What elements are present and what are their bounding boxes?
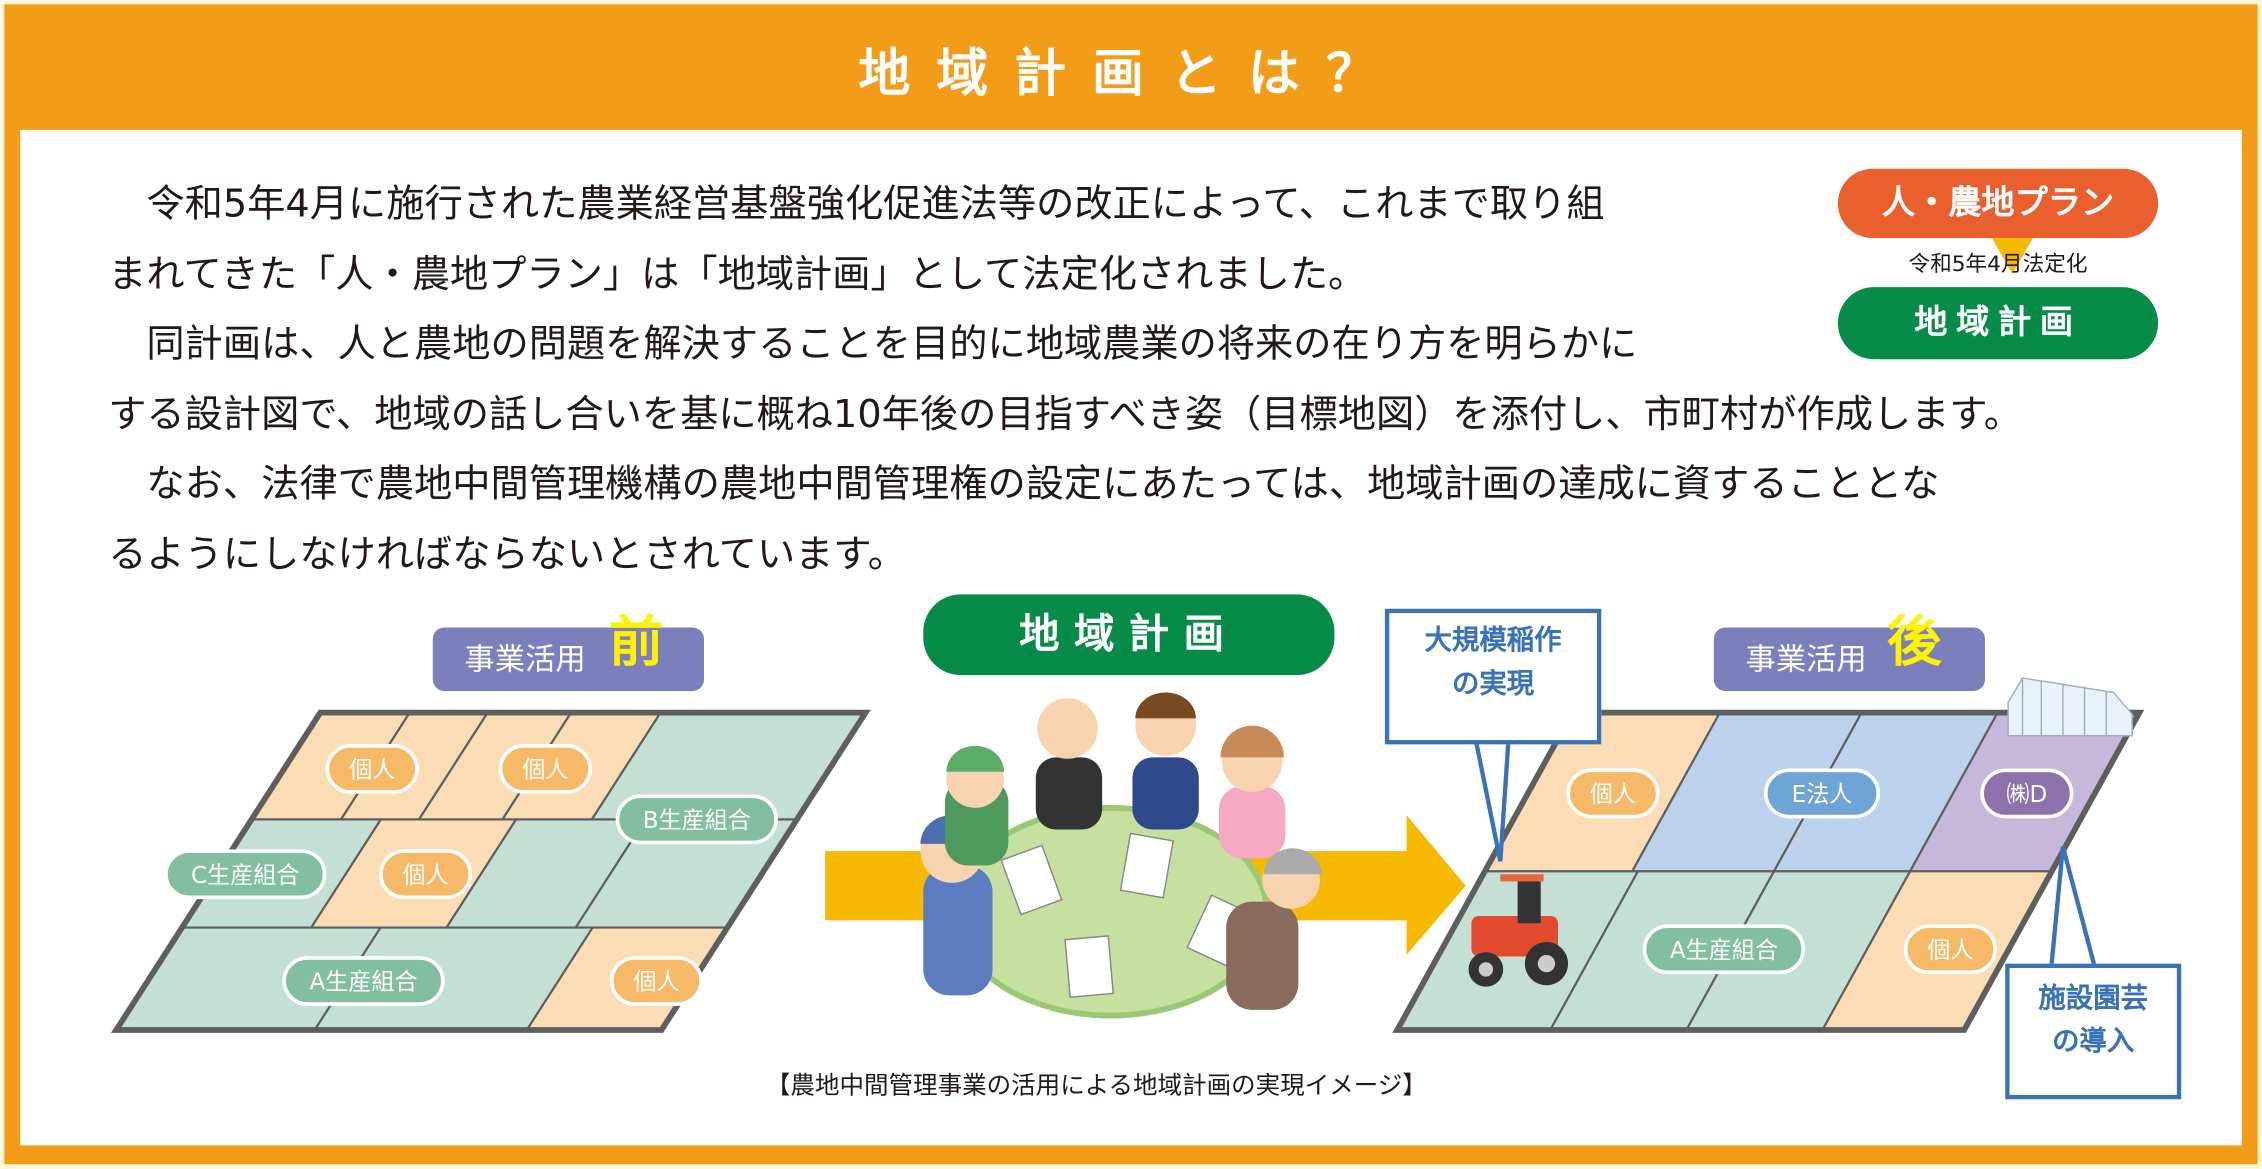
greenhouse-callout-line: の導入 bbox=[2052, 1025, 2135, 1058]
plot-label-text: ㈱D bbox=[2006, 782, 2047, 808]
person-icon bbox=[1218, 725, 1286, 859]
greenhouse-icon bbox=[2007, 677, 2133, 737]
person-icon bbox=[1132, 692, 1199, 830]
plot-label-text: C生産組合 bbox=[191, 863, 299, 889]
down-triangle-icon bbox=[1987, 230, 2037, 275]
plot-label: E法人 bbox=[1763, 768, 1881, 819]
plot-label: 個人 bbox=[609, 956, 703, 1006]
plot-label-text: 個人 bbox=[402, 863, 448, 889]
plot-label-text: 個人 bbox=[522, 758, 568, 784]
plot-label-text: 個人 bbox=[633, 970, 679, 996]
plot-label-text: A生産組合 bbox=[1670, 938, 1778, 964]
body-line: 令和5年4月に施行された農業経営基盤強化促進法等の改正によって、これまで取り組 bbox=[108, 181, 1605, 227]
plot-label-text: 個人 bbox=[349, 758, 395, 784]
plot-label-text: 個人 bbox=[1590, 782, 1636, 808]
before-label-text: 事業活用 bbox=[464, 641, 586, 677]
after-label: 事業活用 後 bbox=[1713, 610, 1986, 692]
page-title: 地域計画とは？ bbox=[858, 44, 1404, 104]
legalization-note: 令和5年4月法定化 bbox=[1908, 251, 2088, 277]
body-line: 同計画は、人と農地の問題を解決することを目的に地域農業の将来の在り方を明らかに bbox=[108, 321, 1638, 367]
greenhouse-callout-line: 施設園芸 bbox=[2038, 982, 2149, 1015]
rice-callout: 大規模稲作 の実現 bbox=[1384, 608, 1602, 745]
plot-label: A生産組合 bbox=[1642, 924, 1806, 975]
plot-label: 個人 bbox=[1903, 924, 1997, 975]
greenhouse-callout: 施設園芸 の導入 bbox=[2005, 963, 2182, 1100]
rice-callout-line: の実現 bbox=[1451, 667, 1535, 700]
old-plan-badge: 人・農地プラン bbox=[1837, 168, 2159, 239]
person-icon bbox=[1226, 848, 1322, 1010]
plot-label: ㈱D bbox=[1980, 768, 2074, 819]
plot-label-text: E法人 bbox=[1792, 782, 1853, 808]
plot-label-text: B生産組合 bbox=[643, 808, 751, 834]
rice-callout-line: 大規模稲作 bbox=[1424, 624, 1562, 657]
plot-label-text: 個人 bbox=[1927, 938, 1973, 964]
tractor-icon bbox=[1468, 874, 1569, 987]
plot-label-text: A生産組合 bbox=[309, 970, 417, 996]
callout-pointers bbox=[1472, 732, 2097, 968]
plot-label: B生産組合 bbox=[615, 794, 778, 845]
after-label-em: 後 bbox=[1886, 610, 1942, 674]
plot-label: 個人 bbox=[379, 849, 473, 900]
plot-label: 個人 bbox=[498, 744, 592, 794]
meeting-label: 地域計画 bbox=[923, 594, 1335, 676]
plot-label: A生産組合 bbox=[282, 956, 445, 1006]
person-icon bbox=[1035, 698, 1103, 830]
body-text: 令和5年4月に施行された農業経営基盤強化促進法等の改正によって、これまで取り組 … bbox=[108, 170, 2022, 590]
after-field: 個人 E法人 ㈱D A生産組合 個人 bbox=[1392, 709, 2145, 1033]
plot-label: 個人 bbox=[1566, 768, 1660, 819]
plot-label: 個人 bbox=[325, 744, 419, 794]
body-line: なお、法律で農地中間管理機構の農地中間管理権の設定にあたっては、地域計画の達成に… bbox=[108, 461, 1940, 507]
new-plan-badge: 地域計画 bbox=[1837, 287, 2159, 360]
body-line: まれてきた「人・農地プラン」は「地域計画」として法定化されました。 bbox=[108, 251, 1367, 297]
meeting-illustration bbox=[920, 692, 1322, 1019]
plot-label: C生産組合 bbox=[164, 849, 327, 900]
figure-caption: 【農地中間管理事業の活用による地域計画の実現イメージ】 bbox=[765, 1071, 1427, 1101]
field-outline bbox=[110, 709, 871, 1033]
before-label-em: 前 bbox=[608, 610, 664, 674]
before-field: 個人個人B生産組合C生産組合個人A生産組合個人 bbox=[110, 709, 871, 1033]
before-label: 事業活用 前 bbox=[432, 610, 704, 692]
person-icon bbox=[944, 745, 1009, 866]
body-line: るようにしなければならないとされています。 bbox=[108, 531, 907, 577]
body-line: する設計図で、地域の話し合いを基に概ね10年後の目指すべき姿（目標地図）を添付し… bbox=[108, 391, 2023, 437]
field-outline bbox=[1392, 709, 2145, 1033]
after-label-text: 事業活用 bbox=[1745, 641, 1867, 677]
